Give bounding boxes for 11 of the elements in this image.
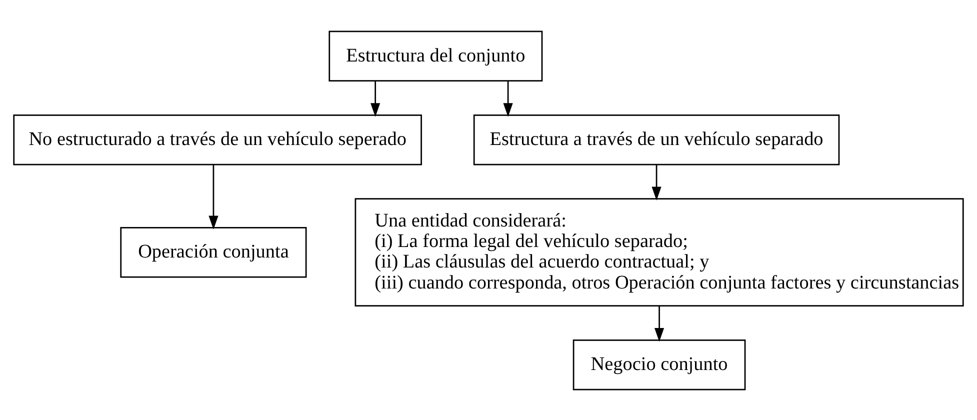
arrow <box>370 80 380 116</box>
node-box: Estructura a través de un vehículo separado <box>473 114 840 165</box>
arrow <box>208 164 218 230</box>
arrow <box>654 305 664 342</box>
node-box: Negocio conjunto <box>572 338 746 390</box>
node-box: Operación conjunta <box>120 226 307 278</box>
node-box: Una entidad considerará: (i) La forma legal del vehículo separado; (ii) Las cláusulas del acuerdo contractual; y (iii) cuando corresponda, otros Operación conjunta factores y circunstancias <box>354 198 964 306</box>
arrow <box>652 164 662 200</box>
arrow <box>503 80 513 116</box>
node-box: Estructura del conjunto <box>328 30 543 82</box>
node-box: No estructurado a través de un vehículo seperado <box>13 114 422 165</box>
